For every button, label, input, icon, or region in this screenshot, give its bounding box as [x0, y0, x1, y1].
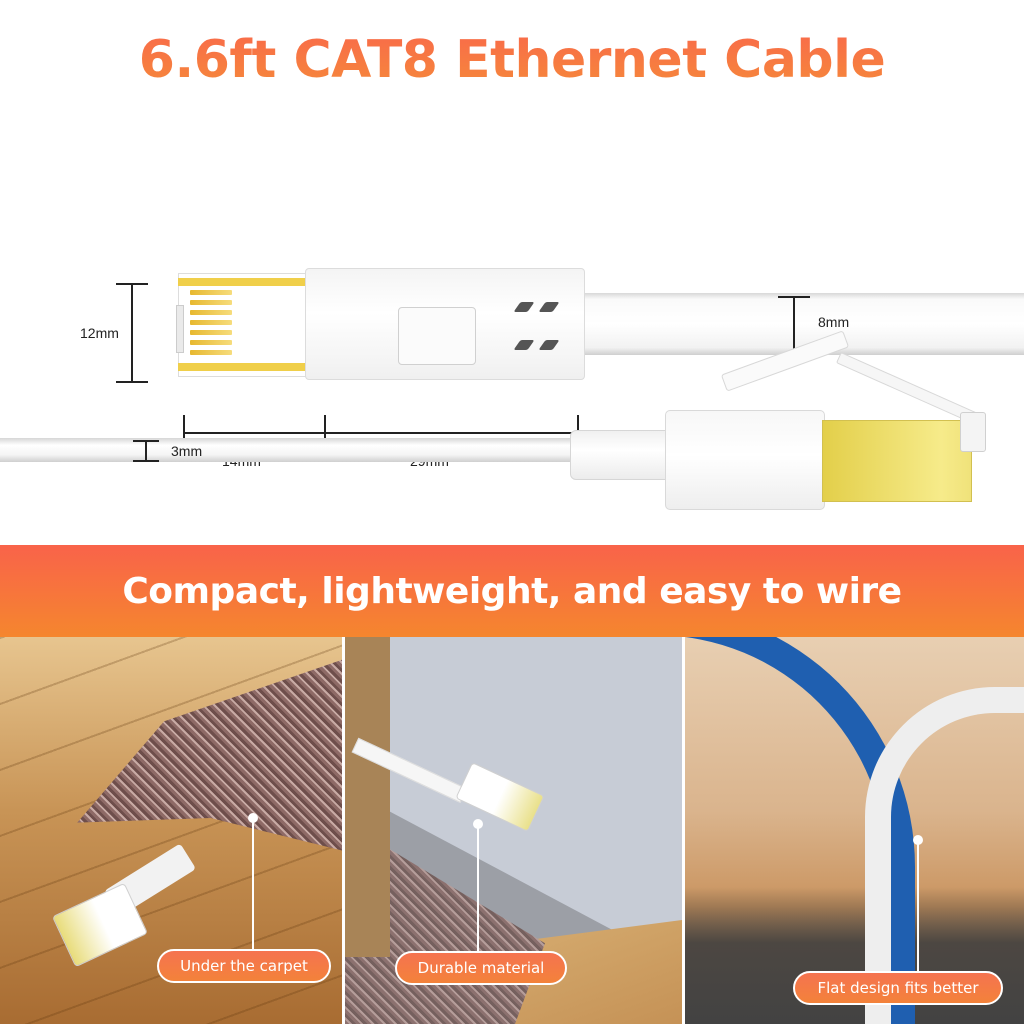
dim-label-plug-height: 12mm: [80, 325, 119, 341]
plug-tip: [960, 412, 986, 452]
boot-window: [398, 307, 476, 365]
panel-divider: [342, 637, 345, 1024]
contact-pin: [190, 310, 232, 315]
callout-flat-design: Flat design fits better: [793, 971, 1003, 1005]
feature-banner: Compact, lightweight, and easy to wire: [0, 545, 1024, 637]
gold-shield-side: [822, 420, 972, 502]
contact-pin: [190, 350, 232, 355]
usage-photos: Under the carpet Durable material Flat d…: [0, 637, 1024, 1024]
banner-text: Compact, lightweight, and easy to wire: [122, 570, 902, 612]
callout-line: [252, 818, 254, 958]
carpet-image: [77, 657, 342, 853]
dim-line-vertical: [793, 296, 795, 356]
contact-pin: [190, 300, 232, 305]
dim-label-cable-width: 8mm: [818, 314, 850, 330]
gold-shield-top: [178, 278, 308, 286]
product-title: 6.6ft CAT8 Ethernet Cable: [0, 30, 1024, 90]
callout-durable-material: Durable material: [395, 951, 567, 985]
plug-tab: [176, 305, 184, 353]
callout-line: [477, 824, 479, 960]
callout-line: [917, 840, 919, 980]
cable-side-view: [0, 438, 580, 462]
contact-pin: [190, 340, 232, 345]
dim-label-cable-thickness: 3mm: [171, 443, 203, 459]
plug-clip: [836, 352, 978, 424]
contact-pin: [190, 320, 232, 325]
gold-shield-bottom: [178, 363, 308, 371]
contact-pin: [190, 330, 232, 335]
dim-line-vertical: [145, 440, 147, 462]
dim-line-vertical: [131, 283, 133, 383]
photo-durable-material: Durable material: [345, 637, 682, 1024]
connector-boot-side: [665, 410, 825, 510]
flat-cable-image: [560, 293, 1024, 355]
connector-image: [455, 761, 545, 833]
rj45-plug-top: [178, 273, 308, 377]
panel-divider: [682, 637, 685, 1024]
photo-under-carpet: Under the carpet: [0, 637, 342, 1024]
callout-under-carpet: Under the carpet: [157, 949, 331, 983]
contact-pin: [190, 290, 232, 295]
door-frame-image: [345, 637, 390, 957]
photo-flat-design: Flat design fits better: [685, 637, 1024, 1024]
strain-relief: [570, 430, 680, 480]
dim-line-horizontal: [183, 432, 579, 434]
dimension-diagram: 12mm 8mm 14mm 29mm 3mm: [0, 120, 1024, 545]
